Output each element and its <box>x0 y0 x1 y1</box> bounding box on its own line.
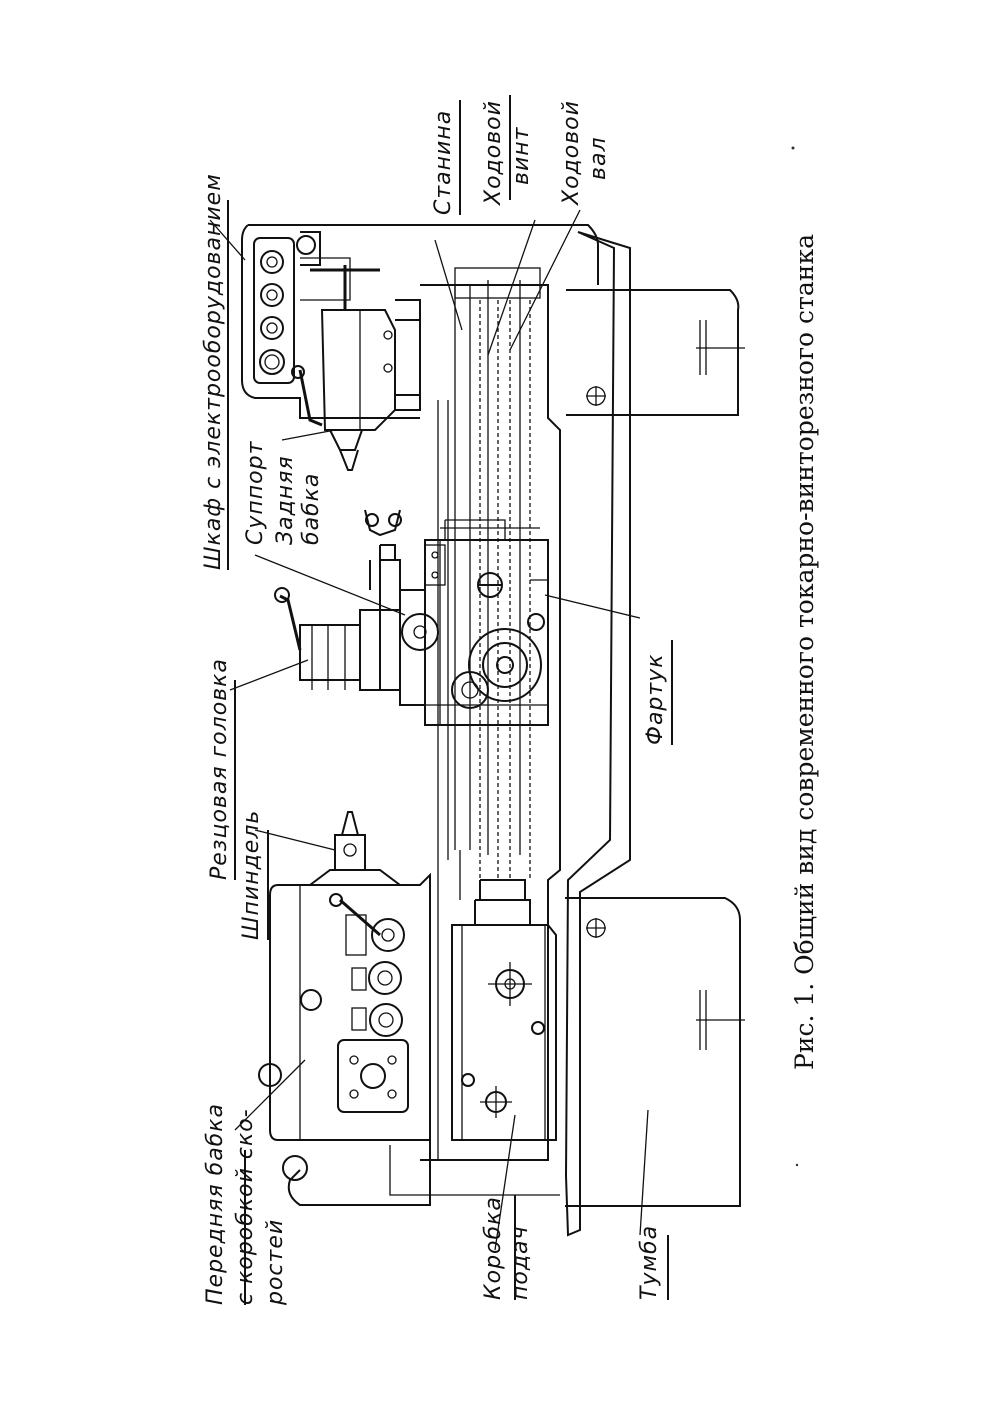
chip-tray <box>564 231 631 1237</box>
leader-bed <box>434 239 463 331</box>
leader-feedshaft <box>509 209 581 351</box>
label-leadscrew-1: Ходовой <box>481 100 506 206</box>
label-feedshaft-2: вал <box>586 136 611 180</box>
spindle <box>309 811 401 886</box>
leader-pedestal <box>639 1109 649 1236</box>
bed <box>420 284 561 1161</box>
leader-carriage <box>254 554 406 616</box>
label-headstock-2: с коробкой ско- <box>233 1108 258 1305</box>
label-feedbox-1: Коробка <box>481 1196 506 1300</box>
leader-apron <box>544 594 641 619</box>
label-spindle: Шпиндель <box>239 810 264 940</box>
label-feedshaft-1: Ходовой <box>559 100 584 206</box>
leader-headstock <box>234 1059 306 1131</box>
label-tailstock-1: Задняя <box>273 455 298 545</box>
electrical-cabinet <box>241 224 599 419</box>
label-pedestal: Тумба <box>637 1225 662 1300</box>
tool-head <box>299 609 401 691</box>
label-headstock-3: ростей <box>263 1219 288 1306</box>
tailstock-pedestal <box>566 289 740 416</box>
label-tailstock-2: бабка <box>299 473 324 545</box>
label-carriage: Суппорт <box>243 440 268 545</box>
feed-box <box>451 924 557 1141</box>
label-apron: Фартук <box>643 653 668 745</box>
leader-toolhead <box>229 659 309 691</box>
headstock <box>269 872 431 1141</box>
label-leadscrew-2: винт <box>509 126 534 185</box>
leader-tailstock <box>281 429 336 441</box>
figure-caption: Рис. 1. Общий вид современного токарно-в… <box>790 234 819 1070</box>
label-headstock-1: Передняя бабка <box>203 1103 228 1305</box>
label-cabinet: Шкаф с электрооборудованием <box>201 173 226 570</box>
label-feedbox-2: подач <box>508 1225 533 1300</box>
label-bed: Станина <box>431 110 456 215</box>
headstock-pedestal <box>565 897 741 1207</box>
lathe-drawing <box>209 95 745 1305</box>
leader-feedbox <box>494 1114 516 1251</box>
leader-leadscrew <box>487 219 536 356</box>
label-toolhead: Резцовая головка <box>207 658 232 880</box>
